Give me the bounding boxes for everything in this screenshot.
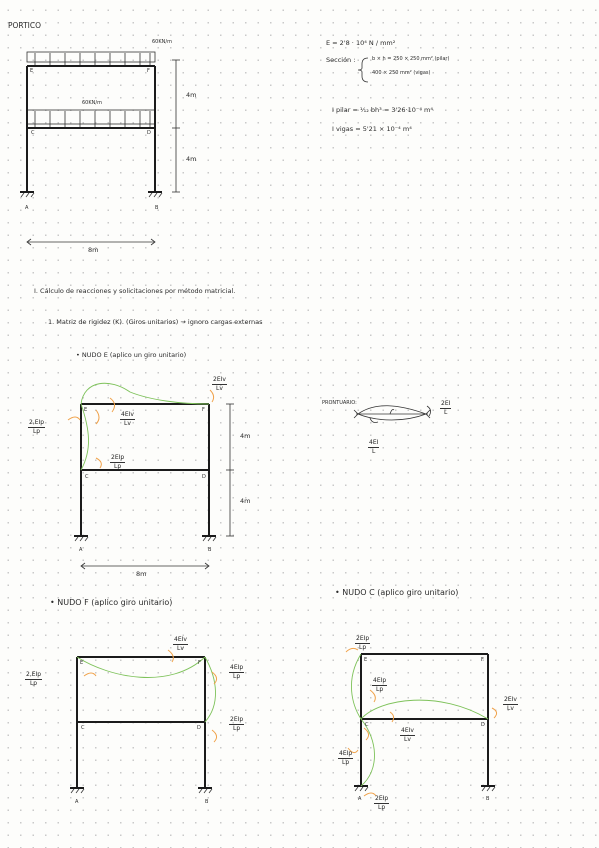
node-label-b: B	[205, 799, 209, 805]
dimension-w: 8m	[88, 246, 99, 254]
node-label-a: A	[25, 205, 29, 211]
load-label-mid: 60KN/m	[82, 100, 102, 106]
dimension-w: 8m	[136, 570, 147, 578]
node-label-d: D	[481, 722, 485, 728]
node-label-d: D	[147, 130, 151, 136]
node-label-d: D	[202, 474, 206, 480]
bullet-nudo-f: • NUDO F (aplico giro unitario)	[50, 598, 173, 607]
prontuario-beam	[353, 405, 431, 423]
page-title: PORTICO	[8, 21, 42, 30]
node-label-b: B	[208, 547, 212, 553]
node-label-b: B	[486, 796, 490, 802]
frame-2	[67, 382, 234, 570]
inertia-viga: I vigas = 5'21 × 10⁻⁴ m⁴	[332, 125, 412, 133]
inertia-pilar: I pilar = ¹⁄₁₂ bh³ = 3'26·10⁻⁴ m⁴	[332, 106, 433, 114]
heading-2: 1. Matriz de rigidez (K). (Giros unitari…	[48, 318, 263, 326]
heading-1: I. Cálculo de reacciones y solicitacione…	[34, 287, 236, 295]
load-label-top: 60KN/m	[152, 39, 172, 45]
node-label-e: E	[364, 657, 368, 663]
node-label-b: B	[155, 205, 159, 211]
bullet-nudo-e: • NUDO E (aplico un giro unitario)	[76, 351, 187, 359]
node-label-e: E	[30, 68, 34, 74]
modulus-e: E = 2'8 · 10⁴ N / mm²	[326, 39, 396, 47]
node-label-e: E	[80, 660, 84, 666]
bullet-nudo-c: • NUDO C (aplico giro unitario)	[335, 588, 459, 597]
node-label-c: C	[31, 130, 35, 136]
dimension-h2: 4m	[240, 497, 251, 505]
node-label-d: D	[197, 725, 201, 731]
node-label-c: C	[81, 725, 85, 731]
prontuario-label: PRONTUARIO:	[322, 400, 357, 406]
node-label-f: F	[202, 407, 205, 413]
frame-4	[345, 647, 498, 797]
section-viga: 400 × 250 mm² (vigas)	[372, 70, 431, 76]
node-label-a: A	[75, 799, 79, 805]
dimension-h1: 4m	[186, 91, 197, 99]
node-label-c: C	[85, 474, 89, 480]
node-label-a: A	[79, 547, 83, 553]
node-label-a: A	[358, 796, 362, 802]
section-label: Sección :	[326, 56, 356, 64]
node-label-e: E	[84, 407, 88, 413]
brace	[357, 57, 369, 83]
frame-1	[20, 51, 180, 246]
node-label-f: F	[147, 68, 150, 74]
node-label-c: C	[365, 722, 369, 728]
dimension-h1: 4m	[240, 432, 251, 440]
frame-3	[70, 649, 218, 794]
node-label-f: F	[481, 657, 484, 663]
node-label-f: F	[198, 660, 201, 666]
section-pilar: b × h = 250 × 250 mm² (pilar)	[372, 56, 450, 62]
dimension-h2: 4m	[186, 155, 197, 163]
